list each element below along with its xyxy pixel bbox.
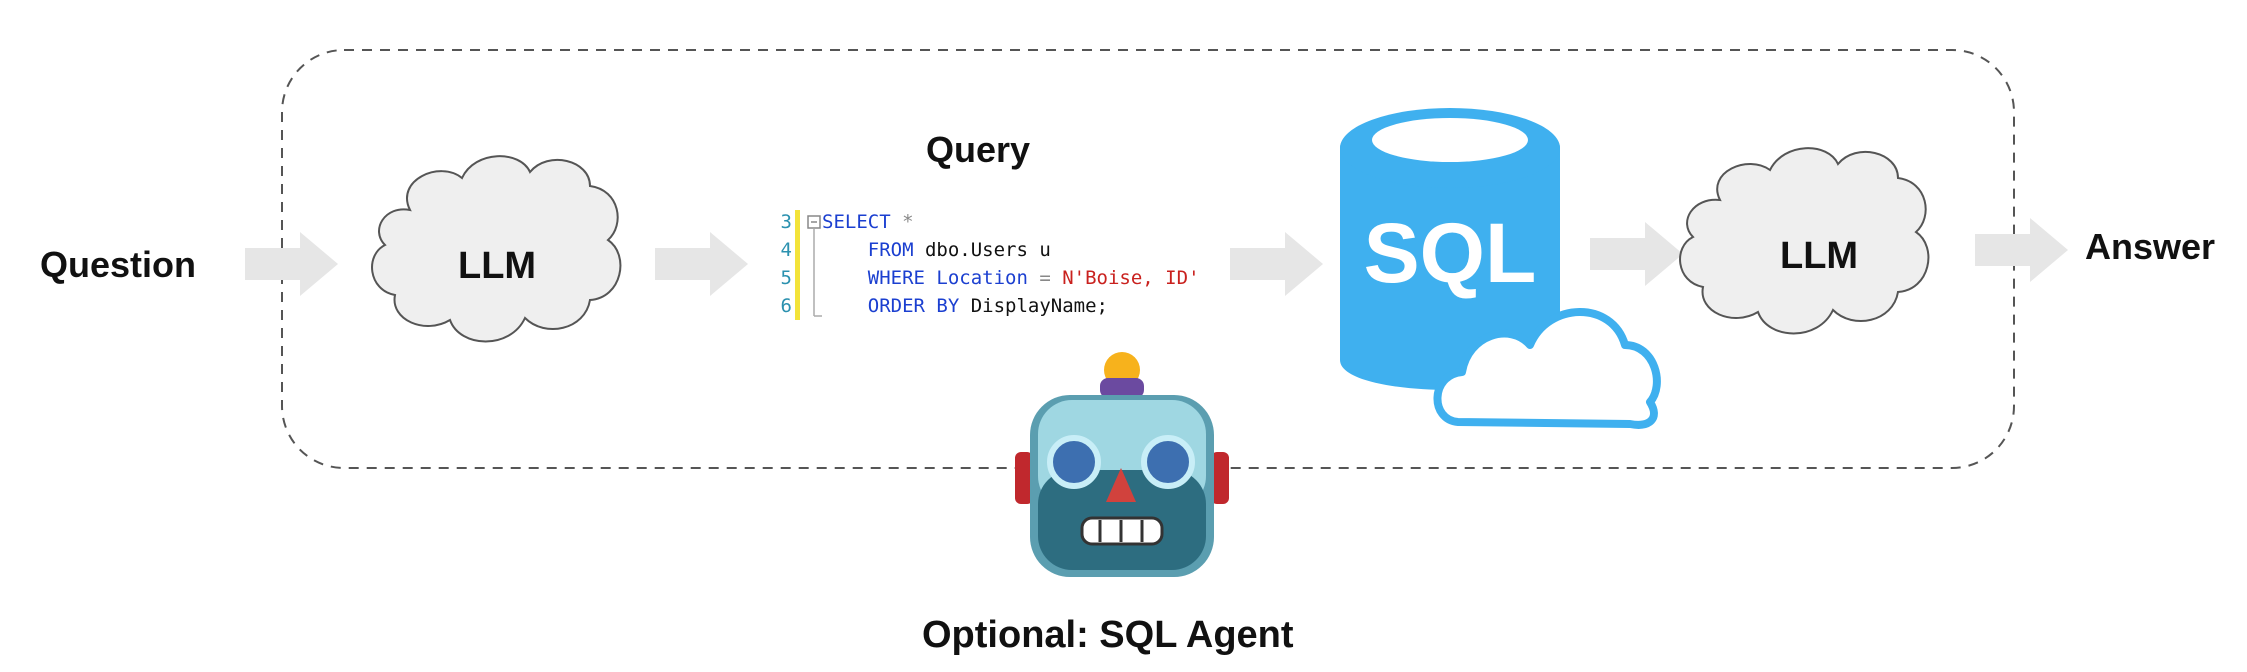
llm-right-label: LLM bbox=[1780, 235, 1859, 277]
line-number: 5 bbox=[780, 267, 792, 289]
sql-logo-text: SQL bbox=[1364, 206, 1537, 300]
arrows bbox=[245, 218, 2068, 296]
code-line: 6 ORDER BY DisplayName; bbox=[772, 292, 1200, 320]
code-line: 4 FROM dbo.Users u bbox=[772, 236, 1200, 264]
query-label: Query bbox=[926, 129, 1031, 170]
code-token: DisplayName; bbox=[959, 295, 1108, 317]
code-token: = bbox=[1027, 267, 1063, 289]
arrow-question-llm bbox=[245, 232, 338, 296]
llm-cloud-left bbox=[371, 155, 622, 343]
arrow-llm-answer bbox=[1975, 218, 2068, 282]
code-token: N'Boise, ID' bbox=[1062, 267, 1200, 289]
code-collapse-icon bbox=[807, 215, 821, 229]
sql-cloud-icon bbox=[1433, 308, 1661, 429]
robot-icon bbox=[1015, 352, 1229, 577]
code-token: ORDER BY bbox=[822, 295, 960, 317]
answer-label: Answer bbox=[2085, 226, 2216, 267]
line-number: 6 bbox=[780, 295, 792, 317]
code-token: WHERE bbox=[822, 267, 925, 289]
sql-database-icon: SQL bbox=[1340, 108, 1661, 429]
code-token: dbo.Users u bbox=[913, 239, 1051, 261]
line-number: 4 bbox=[780, 239, 792, 261]
code-token: SELECT bbox=[822, 211, 891, 233]
code-change-bar bbox=[795, 210, 800, 320]
code-line: 3 SELECT * bbox=[772, 208, 1200, 236]
arrow-llm-query bbox=[655, 232, 748, 296]
code-line: 5 WHERE Location = N'Boise, ID' bbox=[772, 264, 1200, 292]
question-label: Question bbox=[40, 244, 197, 285]
arrow-query-sql bbox=[1230, 232, 1323, 296]
line-number: 3 bbox=[780, 211, 792, 233]
agent-label: Optional: SQL Agent bbox=[922, 614, 1294, 656]
arrow-sql-llm bbox=[1590, 222, 1683, 286]
llm-left-label: LLM bbox=[458, 245, 537, 287]
code-token: FROM bbox=[822, 239, 914, 261]
code-token: Location bbox=[924, 267, 1028, 289]
llm-cloud-right bbox=[1679, 147, 1930, 335]
code-token: * bbox=[890, 211, 914, 233]
